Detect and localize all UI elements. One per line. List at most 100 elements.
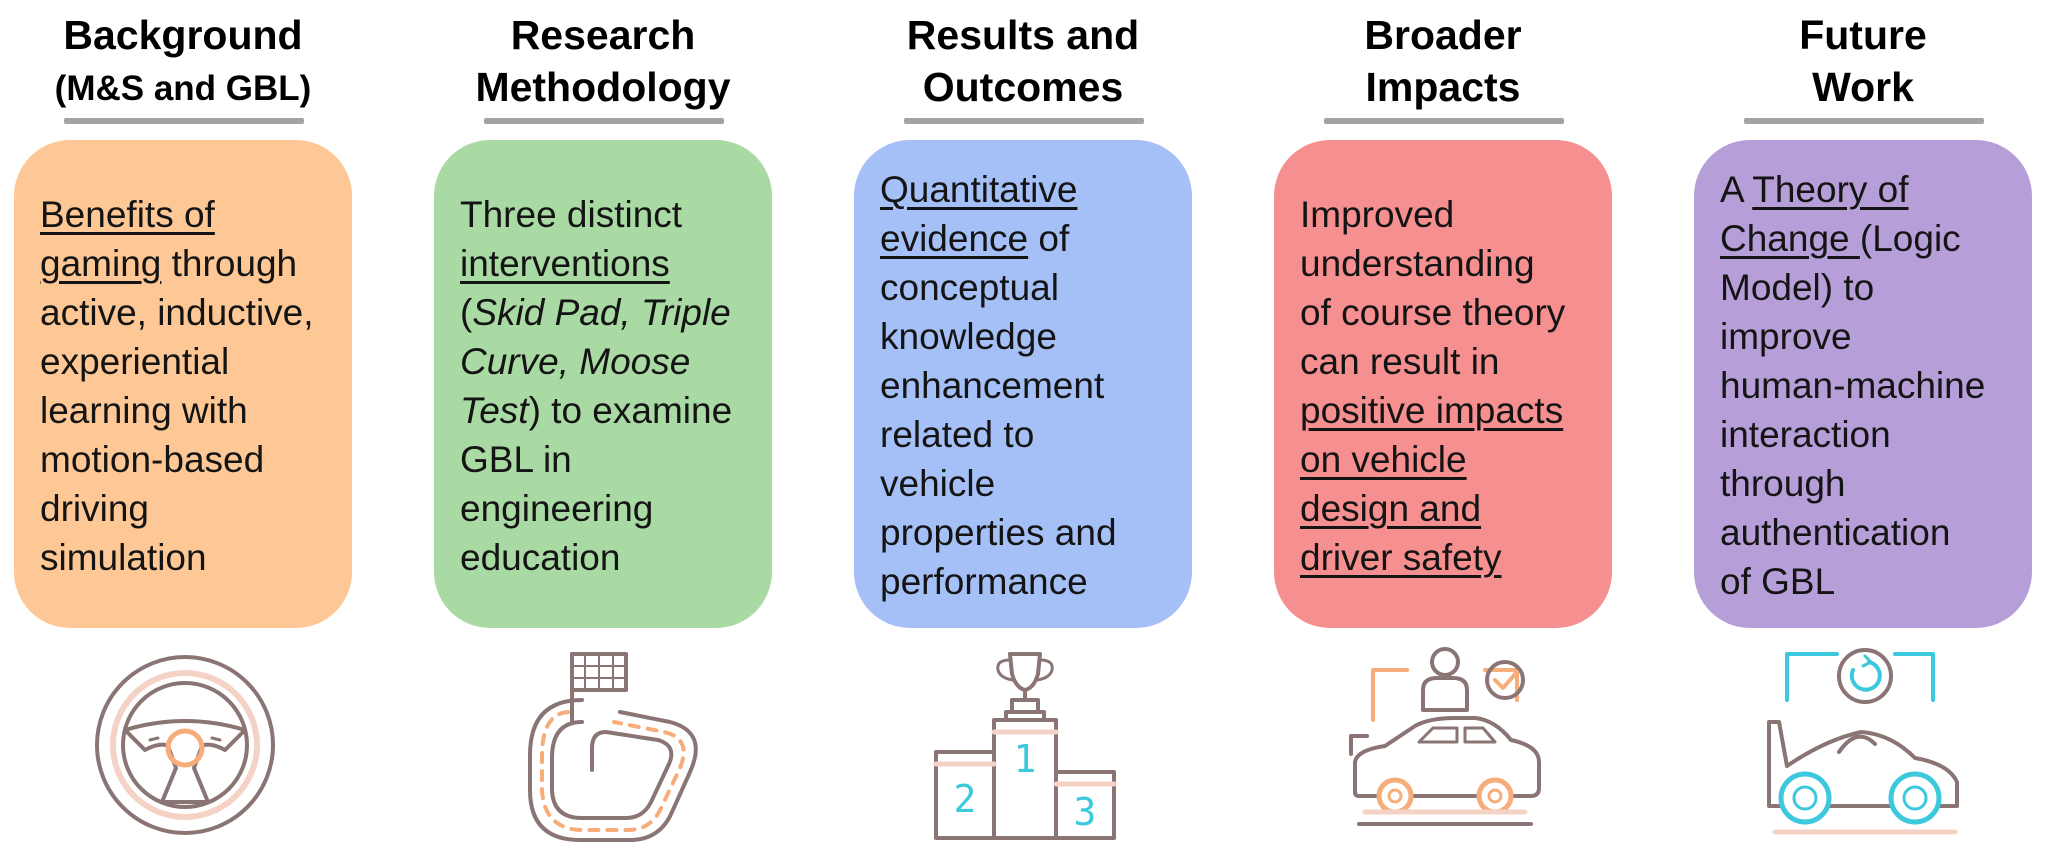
card-research-methodology-line-5: Test) to examine	[460, 386, 732, 435]
text-segment: engineering	[460, 488, 654, 529]
text-segment: learning with	[40, 390, 248, 431]
text-segment: gaming	[40, 243, 162, 284]
card-research-methodology-line-6: GBL in	[460, 435, 572, 484]
text-segment: ) to examine	[528, 390, 733, 431]
text-segment: conceptual	[880, 267, 1059, 308]
heading-broader-impacts-line-1: Broader	[1364, 12, 1522, 58]
card-future-work-line-4: improve	[1720, 312, 1852, 361]
text-segment: Theory of	[1752, 169, 1909, 210]
text-segment: driver safety	[1300, 537, 1502, 578]
heading-future-work-line-2: Work	[1812, 64, 1914, 110]
card-research-methodology-line-7: engineering	[460, 484, 653, 533]
text-segment: through	[161, 243, 298, 284]
heading-broader-impacts-line-2: Impacts	[1365, 64, 1521, 110]
card-research-methodology-line-2: interventions	[460, 239, 670, 288]
text-segment: improve	[1720, 316, 1852, 357]
card-results-outcomes-line-1: Quantitative	[880, 165, 1077, 214]
card-future-work-line-5: human-machine	[1720, 361, 1985, 410]
card-future-work-line-6: interaction	[1720, 410, 1891, 459]
heading-results-outcomes-line-2: Outcomes	[922, 64, 1124, 110]
card-results-outcomes-line-7: vehicle	[880, 459, 995, 508]
card-future-work-line-2: Change (Logic	[1720, 214, 1961, 263]
heading-results-outcomes-line-1: Results and	[906, 12, 1140, 58]
card-background-line-7: driving	[40, 484, 149, 533]
text-segment: education	[460, 537, 621, 578]
text-segment: through	[1720, 463, 1846, 504]
text-segment: design and	[1300, 488, 1482, 529]
card-future-work-line-1: A Theory of	[1720, 165, 1909, 214]
card-research-methodology-line-1: Three distinct	[460, 190, 682, 239]
text-segment: motion-based	[40, 439, 265, 480]
card-background-line-5: learning with	[40, 386, 248, 435]
card-broader-impacts-line-5: positive impacts	[1300, 386, 1563, 435]
text-segment: interaction	[1720, 414, 1891, 455]
card-broader-impacts-line-7: design and	[1300, 484, 1481, 533]
card-research-methodology-line-8: education	[460, 533, 620, 582]
text-segment: active, inductive,	[40, 292, 314, 333]
text-segment: Skid Pad, Triple	[472, 292, 731, 333]
podium-first: 1	[1014, 737, 1037, 781]
text-segment: evidence	[880, 218, 1029, 259]
text-segment: of	[1028, 218, 1070, 259]
card-results-outcomes	[854, 140, 1192, 628]
text-segment: simulation	[40, 537, 207, 578]
card-results-outcomes-line-5: enhancement	[880, 361, 1104, 410]
text-segment: enhancement	[880, 365, 1105, 406]
podium-third: 3	[1074, 790, 1097, 834]
text-segment: experiential	[40, 341, 230, 382]
heading-research-methodology-line-1: Research	[510, 12, 696, 58]
heading-underline-background	[64, 118, 304, 124]
text-segment: human-machine	[1720, 365, 1986, 406]
text-segment: Change	[1720, 218, 1860, 259]
card-future-work-line-3: Model) to	[1720, 263, 1874, 312]
card-background-line-4: experiential	[40, 337, 229, 386]
card-results-outcomes-line-8: properties and	[880, 508, 1117, 557]
heading-underline-future-work	[1744, 118, 1984, 124]
card-results-outcomes-line-6: related to	[880, 410, 1034, 459]
text-segment: of GBL	[1720, 561, 1836, 602]
card-background-line-8: simulation	[40, 533, 207, 582]
card-results-outcomes-line-3: conceptual	[880, 263, 1059, 312]
text-segment: Test	[460, 390, 529, 431]
text-segment: Quantitative	[880, 169, 1078, 210]
race-car-cycle-icon	[1765, 640, 1965, 840]
text-segment: properties and	[880, 512, 1117, 553]
card-results-outcomes-line-9: performance	[880, 557, 1088, 606]
car-driver-safety-icon	[1345, 640, 1545, 840]
text-segment: Model) to	[1720, 267, 1875, 308]
card-future-work	[1694, 140, 2032, 628]
text-segment: on vehicle	[1300, 439, 1467, 480]
heading-underline-results-outcomes	[904, 118, 1144, 124]
heading-future-work-line-1: Future	[1799, 12, 1927, 58]
text-segment: related to	[880, 414, 1035, 455]
text-segment: (	[460, 292, 473, 333]
card-background-line-2: gaming through	[40, 239, 297, 288]
card-research-methodology-line-3: (Skid Pad, Triple	[460, 288, 731, 337]
heading-background-line-2: (M&S and GBL)	[54, 69, 312, 108]
text-segment: can result in	[1300, 341, 1500, 382]
text-segment: (Logic	[1859, 218, 1961, 259]
text-segment: GBL in	[460, 439, 572, 480]
card-broader-impacts-line-6: on vehicle	[1300, 435, 1467, 484]
podium-second: 2	[954, 777, 977, 821]
card-broader-impacts-line-2: understanding	[1300, 239, 1535, 288]
card-future-work-line-8: authentication	[1720, 508, 1950, 557]
text-segment: performance	[880, 561, 1088, 602]
text-segment: Improved	[1300, 194, 1455, 235]
text-segment: Three distinct	[460, 194, 683, 235]
card-broader-impacts	[1274, 140, 1612, 628]
text-segment: Benefits of	[40, 194, 215, 235]
card-background-line-1: Benefits of	[40, 190, 215, 239]
card-broader-impacts-line-8: driver safety	[1300, 533, 1502, 582]
text-segment: Curve, Moose	[460, 341, 691, 382]
text-segment: positive impacts	[1300, 390, 1564, 431]
steering-wheel-icon	[90, 640, 280, 840]
text-segment: interventions	[460, 243, 670, 284]
card-research-methodology-line-4: Curve, Moose	[460, 337, 690, 386]
race-track-icon	[510, 640, 710, 850]
heading-background-line-1: Background	[63, 12, 303, 58]
card-broader-impacts-line-3: of course theory	[1300, 288, 1565, 337]
card-broader-impacts-line-1: Improved	[1300, 190, 1454, 239]
text-segment: authentication	[1720, 512, 1951, 553]
